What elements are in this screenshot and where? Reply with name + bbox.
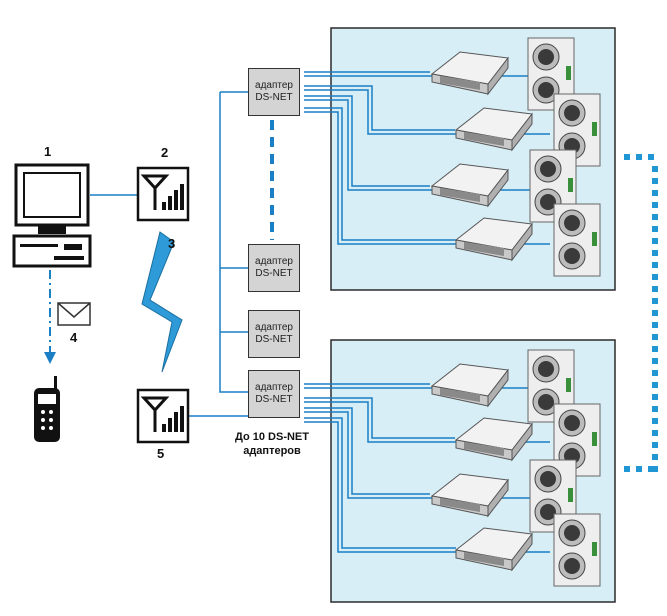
outdoor-unit [553, 513, 601, 587]
ds-net-adapter: адаптер DS-NET [248, 68, 300, 116]
label-remote-gateway: 5 [157, 446, 165, 461]
adapter-label: адаптер [255, 322, 293, 333]
ds-net-adapter: адаптер DS-NET [248, 310, 300, 358]
indoor-unit [430, 363, 509, 408]
adapter-label: адаптер [255, 256, 293, 267]
indoor-unit [430, 163, 509, 208]
sms-arrow-head [44, 352, 56, 364]
label-wireless-link: 3 [168, 236, 176, 251]
bus-lines [90, 91, 248, 417]
adapter-model: DS-NET [255, 268, 293, 279]
label-computer: 1 [44, 144, 52, 159]
adapter-model: DS-NET [255, 394, 293, 405]
outdoor-unit [527, 37, 575, 111]
outdoor-unit [553, 403, 601, 477]
ds-net-adapter: адаптер DS-NET [248, 370, 300, 418]
caption-line-2: адаптеров [243, 445, 301, 457]
indoor-unit [454, 217, 533, 262]
lightning-icon [141, 231, 183, 373]
indoor-unit [430, 473, 509, 518]
adapter-model: DS-NET [255, 92, 293, 103]
computer-icon [12, 163, 92, 268]
adapter-limit-caption: До 10 DS-NET адаптеров [220, 430, 324, 458]
antenna-icon [136, 388, 190, 444]
outdoor-unit [553, 203, 601, 277]
indoor-unit [454, 417, 533, 462]
envelope-icon [57, 302, 91, 326]
ds-net-adapter: адаптер DS-NET [248, 244, 300, 292]
indoor-unit [454, 107, 533, 152]
mobile-phone-icon [34, 376, 60, 442]
label-message: 4 [70, 330, 78, 345]
adapter-model: DS-NET [255, 334, 293, 345]
adapter-label: адаптер [255, 80, 293, 91]
antenna-icon [136, 166, 190, 222]
outdoor-unit [553, 93, 601, 167]
indoor-unit [454, 527, 533, 572]
indoor-unit [430, 51, 509, 96]
adapter-label: адаптер [255, 382, 293, 393]
zone-link-dots [624, 154, 658, 472]
label-gateway: 2 [161, 145, 169, 160]
caption-line-1: До 10 DS-NET [235, 431, 309, 443]
